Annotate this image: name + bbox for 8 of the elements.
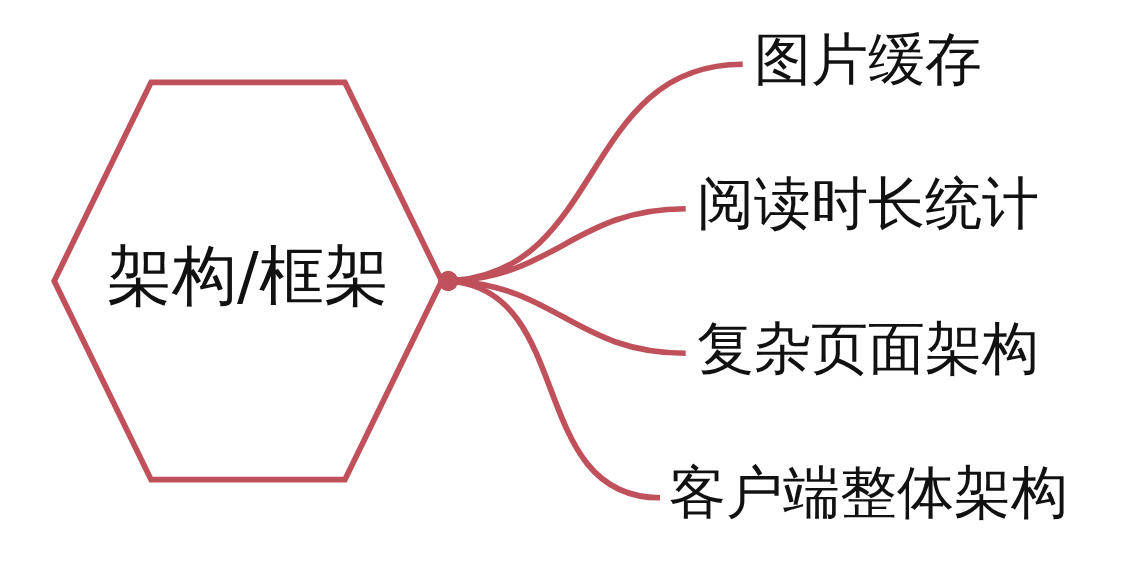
- connector: [438, 205, 686, 291]
- connector: [438, 271, 686, 357]
- node-text: 复杂页面架构: [696, 314, 1039, 381]
- node-text: 客户端整体架构: [668, 459, 1068, 526]
- connector: [438, 61, 743, 291]
- connector: [438, 271, 660, 501]
- node-text: 阅读时长统计: [696, 170, 1039, 237]
- node-text: 图片缓存: [753, 25, 982, 92]
